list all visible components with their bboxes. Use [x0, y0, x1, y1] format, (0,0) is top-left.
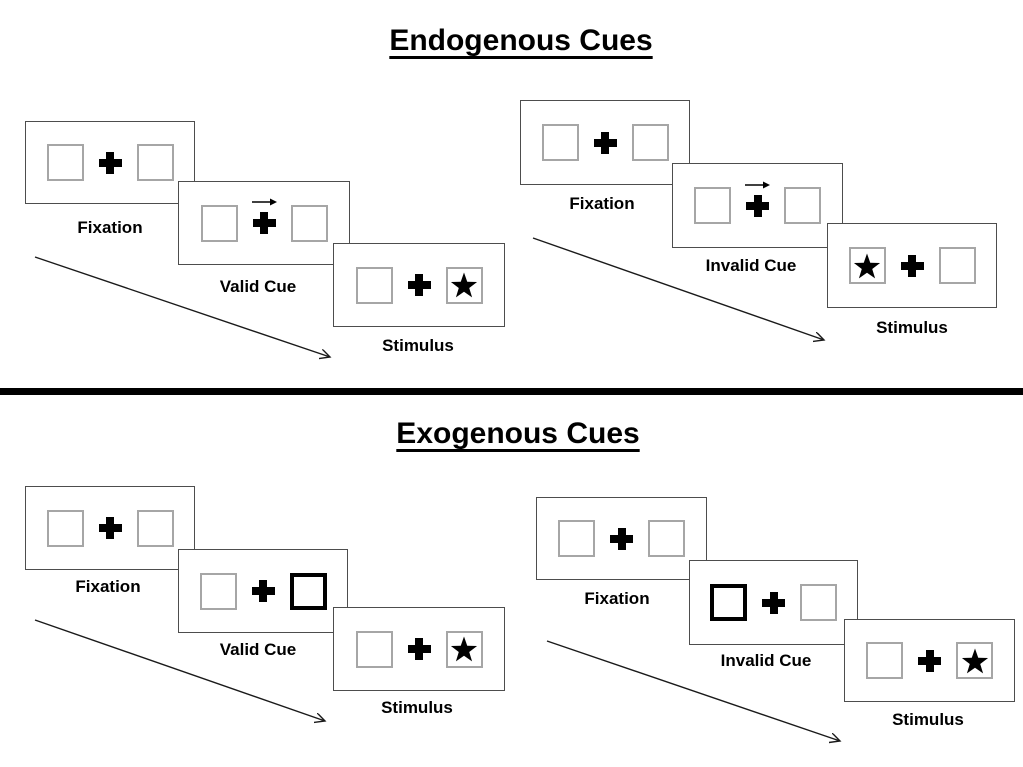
right-arrow-icon [745, 181, 770, 188]
fixation-cross-icon [251, 580, 275, 602]
left-placeholder-box [46, 509, 84, 547]
stimulus-panel [333, 243, 505, 327]
right-highlighted-cue-box [289, 572, 327, 610]
valid-cue-panel [178, 181, 350, 265]
stimulus-panel [827, 223, 997, 308]
panel-label: Stimulus [876, 318, 948, 337]
fixation-cross-icon [610, 527, 633, 550]
fixation-panel [536, 497, 707, 580]
right-target-box [956, 642, 993, 679]
panel-label: Stimulus [892, 710, 964, 729]
fixation-panel [520, 100, 690, 185]
stimulus-panel [844, 619, 1015, 702]
diagonal-arrow-icon [34, 256, 330, 357]
left-placeholder-box [558, 520, 595, 557]
fixation-cross-icon [251, 198, 277, 234]
right-placeholder-box [784, 187, 821, 224]
left-target-box [848, 247, 886, 284]
right-target-box [445, 266, 483, 304]
exogenous-section-title: Exogenous Cues [396, 417, 640, 450]
fixation-cross-icon [407, 638, 431, 660]
left-placeholder-box [866, 642, 903, 679]
panel-label: Invalid Cue [720, 651, 812, 670]
fixation-cross-icon [918, 649, 941, 672]
right-placeholder-box [648, 520, 685, 557]
star-icon [450, 636, 478, 662]
left-placeholder-box [200, 204, 238, 242]
panel-label: Valid Cue [219, 640, 297, 659]
fixation-cross-icon [98, 151, 122, 174]
stimulus-panel [333, 607, 505, 691]
panel-label: Stimulus [381, 698, 453, 717]
right-placeholder-box [136, 509, 174, 547]
fixation-cross-icon [98, 517, 122, 539]
panel-label: Fixation [584, 589, 650, 608]
panel-label: Fixation [75, 577, 141, 596]
fixation-cross-icon [900, 254, 924, 277]
panel-label: Fixation [569, 194, 635, 213]
diagonal-arrow-icon [546, 640, 840, 741]
invalid-cue-panel [672, 163, 843, 248]
left-highlighted-cue-box [710, 584, 747, 621]
star-icon [450, 272, 478, 298]
endogenous-section-title: Endogenous Cues [389, 24, 653, 57]
right-placeholder-box [136, 144, 174, 181]
left-placeholder-box [355, 266, 393, 304]
fixation-cross-icon [593, 131, 617, 154]
diagonal-arrow-icon [34, 619, 325, 721]
star-icon [853, 253, 881, 278]
right-placeholder-box [938, 247, 976, 284]
fixation-cross-icon [762, 591, 785, 614]
left-placeholder-box [541, 124, 579, 161]
fixation-panel [25, 486, 195, 570]
star-icon [961, 648, 988, 673]
left-placeholder-box [694, 187, 731, 224]
panel-label: Valid Cue [219, 277, 297, 296]
fixation-panel [25, 121, 195, 204]
right-target-box [445, 630, 483, 668]
right-placeholder-box [631, 124, 669, 161]
right-arrow-icon [251, 198, 277, 206]
panel-label: Invalid Cue [705, 256, 797, 275]
valid-cue-panel [178, 549, 348, 633]
fixation-cross-icon [407, 274, 431, 296]
panel-label: Stimulus [382, 336, 454, 355]
right-placeholder-box [800, 584, 837, 621]
right-placeholder-box [290, 204, 328, 242]
left-placeholder-box [199, 572, 237, 610]
left-placeholder-box [46, 144, 84, 181]
invalid-cue-panel [689, 560, 858, 645]
left-placeholder-box [355, 630, 393, 668]
panel-label: Fixation [77, 218, 143, 237]
fixation-cross-icon [745, 181, 770, 217]
diagonal-arrow-icon [532, 237, 824, 340]
section-divider [0, 388, 1023, 395]
